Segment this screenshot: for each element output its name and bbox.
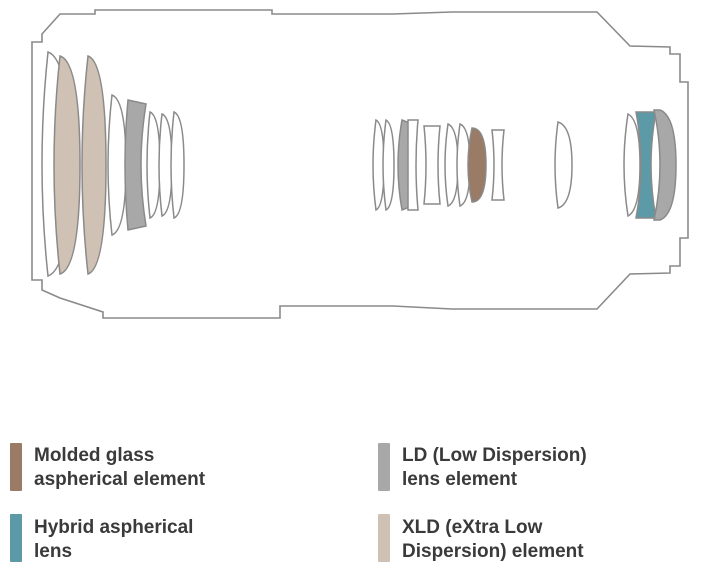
lens-element-front-4 — [158, 112, 173, 218]
legend-swatch-xld — [378, 514, 390, 562]
legend-swatch-ld — [378, 443, 390, 491]
lens-element-front-2 — [107, 93, 127, 237]
lens-element-rear-1 — [623, 112, 641, 218]
lens-element-mid-7 — [491, 129, 505, 201]
lens-element-mid-6 — [456, 122, 471, 208]
xld-lens-element-1 — [53, 55, 81, 275]
lens-element-mid-3 — [407, 119, 419, 211]
lens-barrel-outline — [31, 9, 689, 319]
lens-element-mid-1 — [372, 118, 385, 212]
ld-lens-element-1 — [124, 99, 147, 231]
legend-swatch-molded — [10, 443, 22, 491]
lens-element-front-3 — [146, 110, 161, 220]
xld-lens-element-2 — [81, 54, 107, 276]
lens-element-mid-5 — [444, 122, 459, 208]
lens-construction-diagram — [31, 9, 689, 319]
legend-swatch-hybrid — [10, 514, 22, 562]
lens-element-mid-4 — [423, 125, 441, 205]
molded-glass-aspherical-element — [467, 127, 487, 203]
lens-element-mid-2 — [382, 118, 395, 212]
lens-element-front-5 — [170, 110, 185, 220]
ld-lens-element-3 — [653, 109, 677, 221]
legend-label-ld: LD (Low Dispersion) lens element — [402, 445, 587, 490]
legend-label-hybrid: Hybrid aspherical lens — [34, 517, 194, 562]
legend-label-xld: XLD (eXtra Low Dispersion) element — [402, 517, 584, 562]
lens-element-mid-8 — [554, 121, 573, 209]
legend-label-molded: Molded glass aspherical element — [34, 445, 206, 490]
